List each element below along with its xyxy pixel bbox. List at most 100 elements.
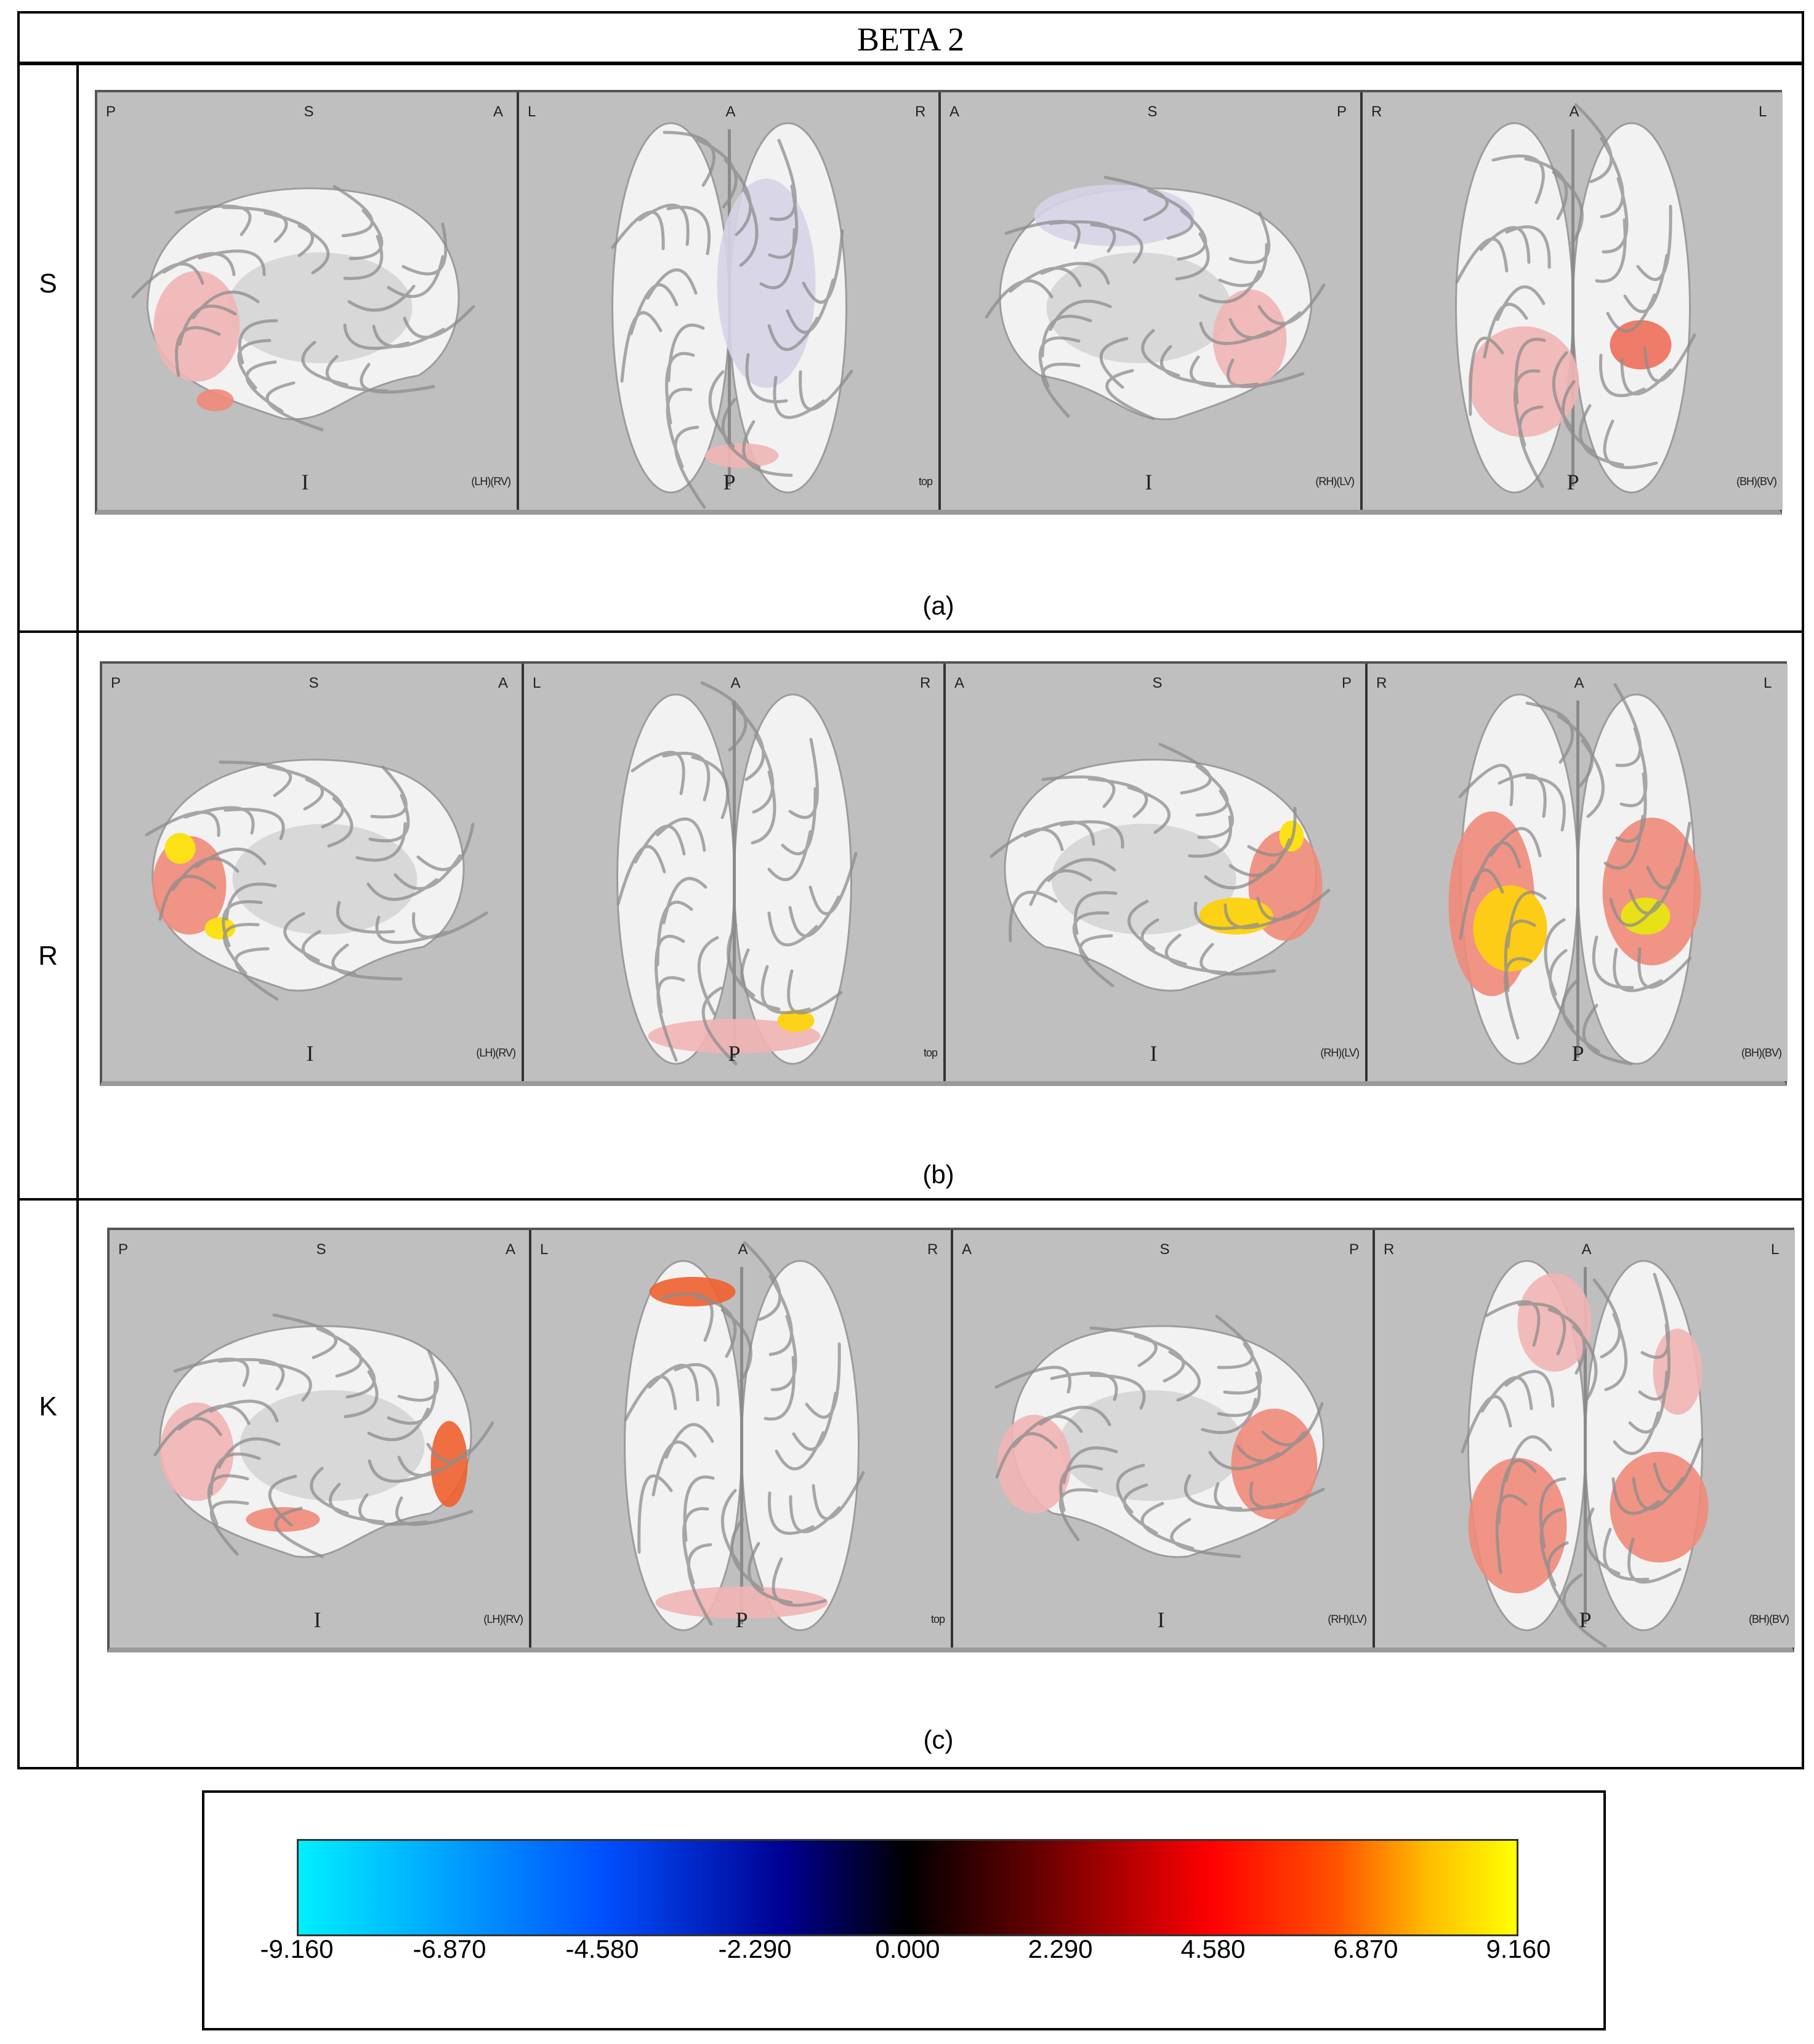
orientation-label-top-right: L bbox=[1771, 1241, 1780, 1258]
brain-render bbox=[1455, 103, 1696, 494]
brain-render bbox=[1461, 1260, 1709, 1648]
orientation-label-bottom-center: I bbox=[1145, 470, 1153, 494]
orientation-label-top-right: R bbox=[920, 675, 931, 691]
orientation-label-top-left: L bbox=[533, 675, 541, 691]
orientation-label-top-center: S bbox=[316, 1241, 326, 1258]
colorbar-tick-label: 0.000 bbox=[875, 1934, 940, 1963]
orientation-label-top-center: A bbox=[738, 1241, 748, 1258]
orientation-label-bottom-center: I bbox=[301, 470, 309, 494]
row-divider bbox=[20, 1198, 1802, 1201]
row-label-s: S bbox=[39, 268, 57, 299]
caption-a: (a) bbox=[922, 591, 954, 620]
orientation-label-top-left: P bbox=[118, 1241, 129, 1258]
brain-render bbox=[153, 1313, 494, 1558]
orientation-label-top-center: A bbox=[725, 103, 736, 120]
orientation-label-top-left: P bbox=[111, 675, 121, 691]
activation-regions bbox=[997, 1409, 1318, 1519]
view-code-label: (RH)(LV) bbox=[1328, 1613, 1367, 1625]
orientation-label-top-left: R bbox=[1371, 103, 1382, 120]
view-code-label: (BH)(BV) bbox=[1736, 475, 1777, 488]
brain-surface bbox=[624, 1260, 860, 1632]
sulci bbox=[131, 185, 475, 432]
orientation-label-top-center: A bbox=[1574, 675, 1584, 691]
brain-render bbox=[994, 1314, 1325, 1558]
orientation-label-top-right: A bbox=[506, 1241, 516, 1258]
orientation-label-top-left: A bbox=[949, 103, 960, 120]
orientation-label-top-center: S bbox=[1147, 103, 1158, 120]
brain-render bbox=[985, 175, 1326, 420]
sulci bbox=[1455, 103, 1696, 488]
view-code-label: (BH)(BV) bbox=[1749, 1613, 1789, 1625]
row-label-cell-k: K bbox=[20, 1201, 79, 1767]
sulci bbox=[153, 1313, 494, 1558]
caption-b: (b) bbox=[922, 1160, 954, 1189]
row-label-r: R bbox=[38, 941, 58, 971]
orientation-label-bottom-center: P bbox=[1579, 1607, 1592, 1632]
brain-view-panel: P S A I (LH)(RV) bbox=[102, 664, 524, 1081]
orientation-label-bottom-center: I bbox=[306, 1041, 314, 1066]
row-label-cell-r: R bbox=[20, 633, 79, 1198]
orientation-label-top-right: P bbox=[1337, 103, 1347, 120]
sulci bbox=[1461, 1273, 1704, 1648]
orientation-label-top-right: L bbox=[1764, 675, 1772, 691]
view-code-label: (LH)(RV) bbox=[476, 1047, 516, 1059]
sulci bbox=[624, 1241, 865, 1626]
orientation-label-bottom-center: I bbox=[1150, 1041, 1158, 1066]
sulci bbox=[145, 760, 488, 1001]
orientation-label-bottom-center: I bbox=[1157, 1607, 1165, 1632]
colorbar bbox=[297, 1839, 1518, 1936]
orientation-label-top-center: S bbox=[1152, 675, 1163, 691]
orientation-label-top-left: P bbox=[106, 103, 116, 120]
brain-surface bbox=[616, 693, 852, 1065]
orientation-label-bottom-center: P bbox=[723, 470, 736, 494]
orientation-label-top-right: R bbox=[927, 1241, 938, 1258]
sulci bbox=[985, 175, 1326, 420]
brain-render bbox=[616, 681, 858, 1066]
orientation-label-top-right: L bbox=[1759, 103, 1767, 120]
brain-render bbox=[1448, 683, 1701, 1066]
colorbar-tick-label: -6.870 bbox=[413, 1934, 486, 1963]
orientation-label-top-center: S bbox=[1159, 1241, 1170, 1258]
orientation-label-bottom-center: P bbox=[1571, 1041, 1584, 1066]
orientation-label-bottom-center: P bbox=[1566, 470, 1579, 494]
brain-render bbox=[131, 185, 475, 432]
orientation-label-bottom-center: I bbox=[313, 1607, 321, 1632]
activation-regions bbox=[648, 1010, 821, 1053]
orientation-label-top-left: A bbox=[954, 675, 965, 691]
colorbar-tick-label: -9.160 bbox=[260, 1934, 334, 1963]
orientation-label-top-right: P bbox=[1342, 675, 1352, 691]
colorbar-tick-label: 2.290 bbox=[1028, 1934, 1093, 1963]
colorbar-tick-label: -2.290 bbox=[718, 1934, 792, 1963]
view-code-label: (RH)(LV) bbox=[1315, 475, 1355, 488]
brain-surface bbox=[1455, 122, 1691, 494]
sulci bbox=[611, 131, 853, 509]
orientation-label-top-center: S bbox=[308, 675, 319, 691]
row-label-k: K bbox=[39, 1391, 57, 1422]
row-label-cell-s: S bbox=[20, 65, 79, 630]
orientation-label-top-left: R bbox=[1376, 675, 1387, 691]
sulci bbox=[1458, 683, 1692, 1066]
orientation-label-top-left: A bbox=[962, 1241, 972, 1258]
orientation-label-top-left: L bbox=[540, 1241, 549, 1258]
orientation-label-top-right: R bbox=[915, 103, 926, 120]
orientation-label-top-center: A bbox=[1581, 1241, 1592, 1258]
view-code-label: top bbox=[923, 1047, 938, 1059]
view-code-label: (LH)(RV) bbox=[471, 475, 511, 488]
brain-view-panel: A S P I (RH)(LV) bbox=[941, 92, 1363, 510]
colorbar-tick-label: 9.160 bbox=[1486, 1934, 1551, 1963]
orientation-label-top-right: A bbox=[498, 675, 509, 691]
brain-render bbox=[624, 1241, 865, 1632]
